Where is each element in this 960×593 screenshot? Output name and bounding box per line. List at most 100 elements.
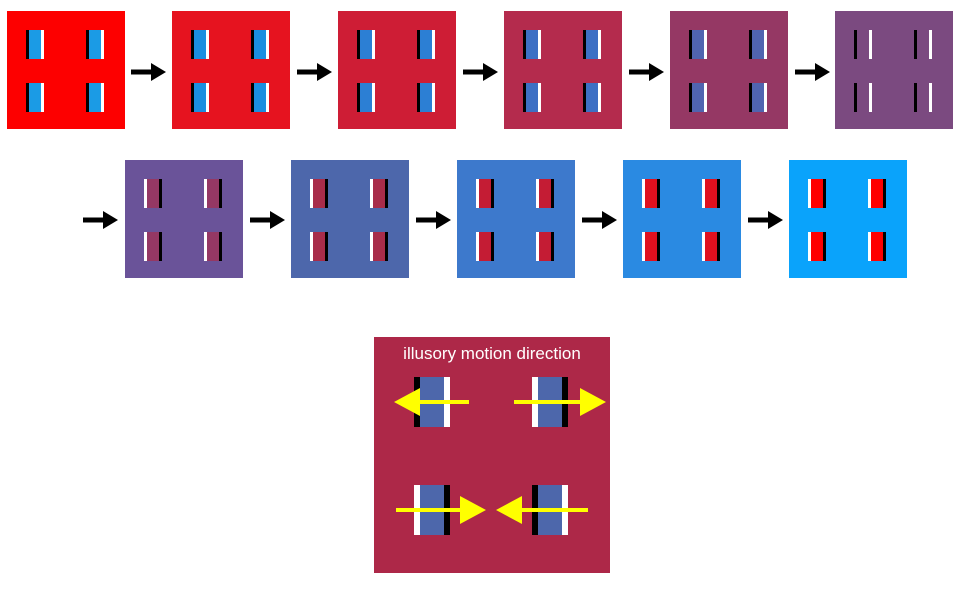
frame-rect [370,232,388,261]
arrow-right-icon [514,388,606,416]
luminance-edge [417,30,420,59]
luminance-edge [204,179,207,208]
frame-rect [583,83,601,112]
frame-7 [125,160,243,278]
luminance-edge [808,179,811,208]
frame-9 [457,160,575,278]
luminance-edge [598,30,601,59]
arrow-right-icon [396,496,486,524]
frame-rect [26,83,44,112]
luminance-edge [914,83,917,112]
luminance-edge [86,83,89,112]
luminance-edge [370,179,373,208]
luminance-edge [310,232,313,261]
luminance-edge [204,232,207,261]
luminance-edge [372,83,375,112]
frame-rect [868,232,886,261]
frame-rect [868,179,886,208]
luminance-edge [491,179,494,208]
frame-rect [204,179,222,208]
luminance-edge [749,30,752,59]
frame-rect [144,232,162,261]
luminance-edge [325,232,328,261]
frame-11 [789,160,907,278]
luminance-edge [689,30,692,59]
luminance-edge [26,30,29,59]
luminance-edge [432,83,435,112]
luminance-edge [657,179,660,208]
frame-rect [854,83,872,112]
frame-rect [357,30,375,59]
luminance-edge [764,83,767,112]
luminance-edge [883,179,886,208]
frame-rect [370,179,388,208]
frame-rect [191,83,209,112]
luminance-edge [642,179,645,208]
luminance-edge [26,83,29,112]
frame-rect [702,179,720,208]
frame-3 [338,11,456,129]
luminance-edge [642,232,645,261]
luminance-edge [219,179,222,208]
luminance-edge [869,83,872,112]
luminance-edge [929,30,932,59]
luminance-edge [101,83,104,112]
luminance-edge [764,30,767,59]
luminance-edge [869,30,872,59]
luminance-edge [868,179,871,208]
luminance-edge [914,30,917,59]
frame-rect [523,83,541,112]
frame-rect [583,30,601,59]
frame-rect [914,83,932,112]
luminance-edge [357,30,360,59]
frame-rect [689,30,707,59]
luminance-edge [372,30,375,59]
luminance-edge [598,83,601,112]
luminance-edge [491,232,494,261]
frame-10 [623,160,741,278]
frame-rect [536,179,554,208]
luminance-edge [370,232,373,261]
luminance-edge [538,30,541,59]
frame-rect [642,232,660,261]
frame-rect [476,179,494,208]
frame-rect [204,232,222,261]
luminance-edge [86,30,89,59]
luminance-edge [325,179,328,208]
luminance-edge [206,30,209,59]
luminance-edge [101,30,104,59]
luminance-edge [476,232,479,261]
frame-5 [670,11,788,129]
arrow-right-icon [83,211,118,229]
luminance-edge [704,30,707,59]
luminance-edge [551,179,554,208]
luminance-edge [717,179,720,208]
frame-rect [749,83,767,112]
arrow-left-icon [394,388,469,416]
luminance-edge [689,83,692,112]
luminance-edge [883,232,886,261]
luminance-edge [41,83,44,112]
arrow-right-icon [297,63,332,81]
illusory-motion-title: illusory motion direction [403,344,581,363]
luminance-edge [476,179,479,208]
frame-rect [86,30,104,59]
luminance-edge [536,179,539,208]
frame-8 [291,160,409,278]
frame-rect [144,179,162,208]
frame-rect [808,232,826,261]
frame-rect [702,232,720,261]
illusory-motion-arrows [394,388,606,524]
frame-rect [251,30,269,59]
arrow-right-icon [416,211,451,229]
luminance-edge [144,179,147,208]
luminance-edge [702,179,705,208]
luminance-edge [823,232,826,261]
arrow-left-icon [496,496,588,524]
luminance-edge [144,232,147,261]
luminance-edge [357,83,360,112]
luminance-edge [191,30,194,59]
luminance-edge [159,179,162,208]
luminance-edge [266,30,269,59]
luminance-edge [523,30,526,59]
